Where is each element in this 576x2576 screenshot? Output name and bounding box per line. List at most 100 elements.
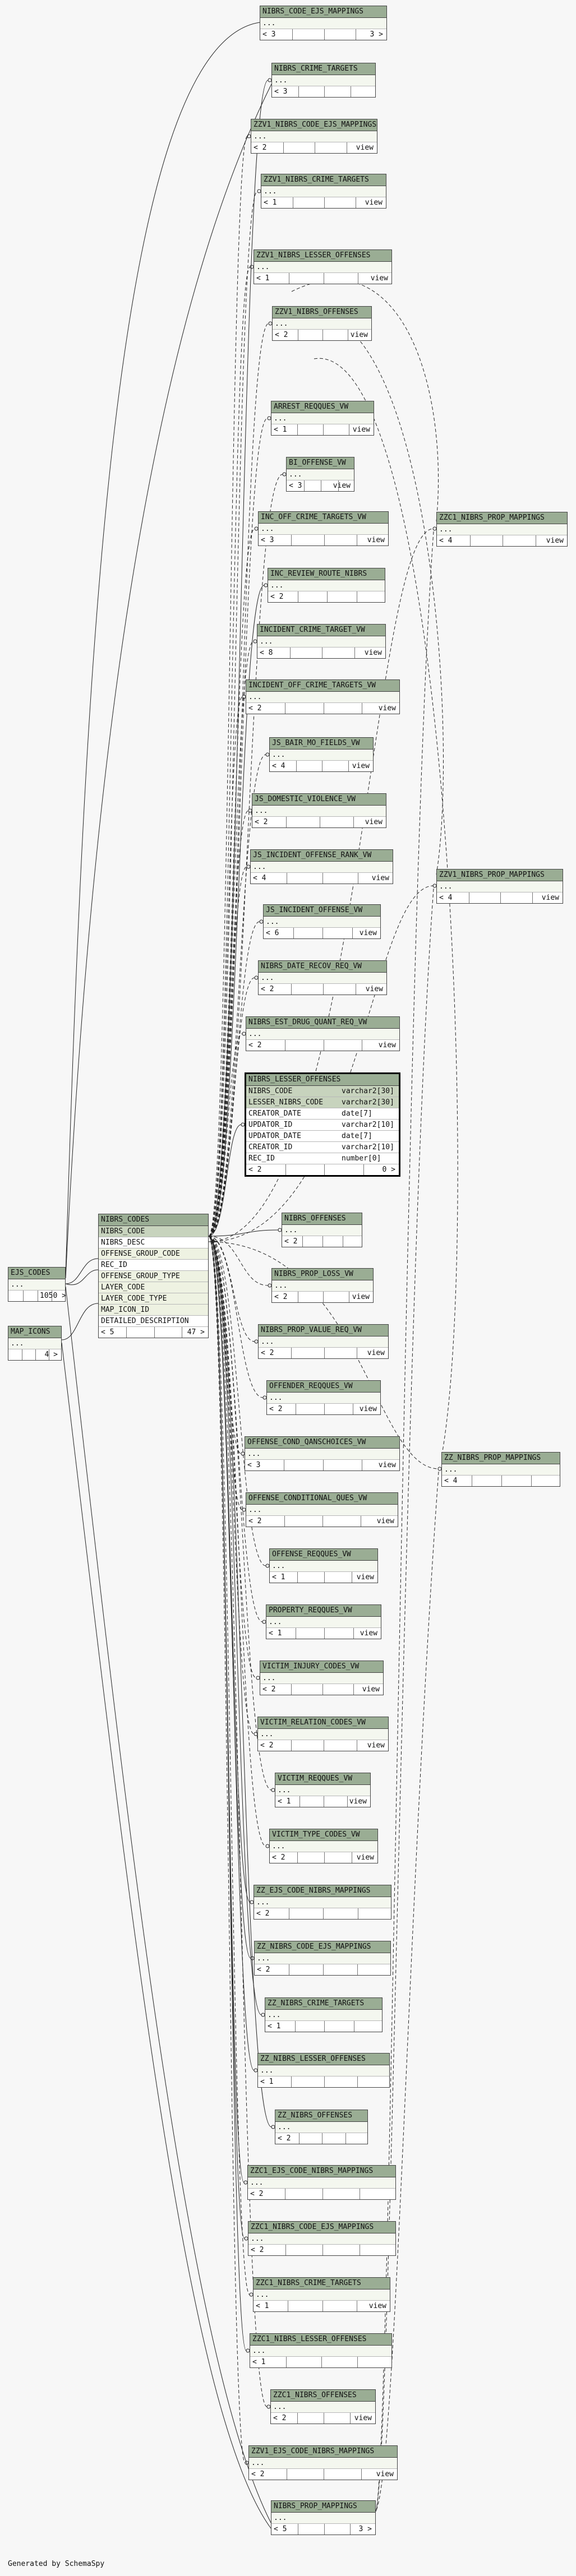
parent-count[interactable]: < 2 — [256, 1909, 270, 1918]
parent-count[interactable]: < 1 — [264, 198, 277, 207]
parent-count[interactable]: < 8 — [260, 649, 273, 657]
view-label[interactable]: view — [349, 1797, 367, 1806]
table-title[interactable]: ZZ_EJS_CODE_NIBRS_MAPPINGS — [254, 1885, 391, 1897]
table-title[interactable]: ZZC1_NIBRS_OFFENSES — [271, 2390, 375, 2402]
view-label[interactable]: view — [367, 536, 385, 544]
parent-count[interactable]: < 2 — [262, 1685, 276, 1694]
table-title[interactable]: ZZV1_NIBRS_OFFENSES — [273, 307, 371, 318]
table-title[interactable]: ZZV1_NIBRS_PROP_MAPPINGS — [437, 870, 563, 881]
parent-count[interactable]: < 1 — [272, 1573, 285, 1581]
parent-count[interactable]: < 2 — [248, 1517, 262, 1525]
parent-count[interactable]: < 3 — [289, 482, 302, 490]
table-zz-nibrs-code-ejs-mappings[interactable]: ZZ_NIBRS_CODE_EJS_MAPPINGS...< 2 — [254, 1941, 391, 1976]
table-title[interactable]: VICTIM_RELATION_CODES_VW — [258, 1717, 388, 1729]
table-title[interactable]: BI_OFFENSE_VW — [287, 457, 354, 469]
table-title[interactable]: EJS_CODES — [8, 1268, 65, 1279]
column-row[interactable]: LAYER_CODE_TYPE — [99, 1293, 208, 1305]
view-label[interactable]: view — [367, 1349, 385, 1357]
view-label[interactable]: view — [359, 929, 377, 937]
table-nibrs-offenses[interactable]: NIBRS_OFFENSES...< 2 — [282, 1213, 362, 1247]
table-zz-nibrs-lesser-offenses[interactable]: ZZ_NIBRS_LESSER_OFFENSES...< 1 — [257, 2053, 390, 2088]
table-nibrs-crime-targets[interactable]: NIBRS_CRIME_TARGETS...< 3 — [271, 63, 376, 98]
view-label[interactable]: view — [365, 985, 383, 993]
table-ejs-codes[interactable]: EJS_CODES...1050 > — [8, 1267, 66, 1302]
table-title[interactable]: PROPERTY_REQQUES_VW — [266, 1605, 381, 1617]
table-title[interactable]: NIBRS_EST_DRUG_QUANT_REQ_VW — [246, 1017, 399, 1029]
parent-count[interactable]: < 2 — [250, 2190, 264, 2198]
view-label[interactable]: view — [378, 1041, 396, 1049]
column-row[interactable]: NIBRS_DESC — [99, 1237, 208, 1248]
view-label[interactable]: view — [359, 1405, 377, 1413]
parent-count[interactable]: < 2 — [254, 144, 267, 152]
parent-count[interactable]: < 5 — [274, 2525, 287, 2533]
table-zzc1-ejs-code-nibrs-mappings[interactable]: ZZC1_EJS_CODE_NIBRS_MAPPINGS...< 2 — [247, 2165, 396, 2200]
parent-count[interactable]: < 4 — [272, 762, 285, 770]
table-title[interactable]: ZZ_NIBRS_OFFENSES — [275, 2110, 367, 2122]
parent-count[interactable]: < 1 — [256, 274, 270, 283]
column-row[interactable]: OFFENSE_GROUP_TYPE — [99, 1271, 208, 1282]
parent-count[interactable]: < 2 — [284, 1237, 298, 1246]
table-title[interactable]: ZZC1_NIBRS_CRIME_TARGETS — [254, 2278, 390, 2290]
parent-count[interactable]: < 6 — [266, 929, 279, 937]
table-zz-nibrs-offenses[interactable]: ZZ_NIBRS_OFFENSES...< 2 — [275, 2110, 368, 2144]
child-count[interactable]: 0 > — [382, 1166, 395, 1174]
table-map-icons[interactable]: MAP_ICONS...4 > — [8, 1326, 62, 1361]
table-title[interactable]: JS_INCIDENT_OFFENSE_VW — [264, 905, 380, 917]
parent-count[interactable]: < 2 — [275, 331, 288, 339]
table-title[interactable]: OFFENSE_CONDITIONAL_QUES_VW — [246, 1493, 398, 1505]
table-title[interactable]: NIBRS_PROP_MAPPINGS — [271, 2501, 375, 2513]
parent-count[interactable]: < 2 — [248, 704, 262, 713]
table-title[interactable]: ZZV1_NIBRS_CRIME_TARGETS — [261, 174, 386, 186]
column-row[interactable]: LAYER_CODE — [99, 1282, 208, 1293]
table-title[interactable]: OFFENSE_COND_QANSCHOICES_VW — [245, 1437, 399, 1449]
table-title[interactable]: ZZC1_EJS_CODE_NIBRS_MAPPINGS — [248, 2166, 395, 2177]
table-title[interactable]: INC_OFF_CRIME_TARGETS_VW — [259, 512, 388, 524]
table-zzc1-nibrs-code-ejs-mappings[interactable]: ZZC1_NIBRS_CODE_EJS_MAPPINGS...< 2 — [248, 2221, 396, 2256]
table-title[interactable]: ZZV1_EJS_CODE_NIBRS_MAPPINGS — [249, 2446, 397, 2458]
parent-count[interactable]: < 1 — [256, 2302, 269, 2310]
table-title[interactable]: VICTIM_TYPE_CODES_VW — [270, 1829, 377, 1841]
parent-count[interactable]: < 2 — [274, 1293, 288, 1301]
parent-count[interactable]: < 1 — [269, 1629, 282, 1638]
table-title[interactable]: NIBRS_PROP_VALUE_REQ_VW — [259, 1325, 388, 1336]
view-label[interactable]: view — [365, 818, 383, 826]
column-row[interactable]: DETAILED_DESCRIPTION — [99, 1316, 208, 1327]
table-title[interactable]: ZZC1_NIBRS_LESSER_OFFENSES — [250, 2334, 391, 2346]
child-count[interactable]: 3 > — [370, 30, 383, 39]
parent-count[interactable]: < 4 — [253, 874, 266, 882]
table-title[interactable]: ZZ_NIBRS_CRIME_TARGETS — [265, 1998, 382, 2010]
parent-count[interactable]: < 2 — [270, 593, 284, 601]
view-label[interactable]: view — [541, 894, 559, 902]
table-title[interactable]: ZZC1_NIBRS_PROP_MAPPINGS — [437, 512, 567, 524]
parent-count[interactable]: < 2 — [251, 2470, 265, 2478]
table-title[interactable]: NIBRS_CODES — [99, 1214, 208, 1226]
view-label[interactable]: view — [376, 1517, 394, 1525]
parent-count[interactable]: < 3 — [261, 536, 274, 544]
column-row[interactable]: REC_ID — [99, 1260, 208, 1271]
parent-count[interactable]: < 4 — [439, 894, 453, 902]
table-inc-review-route-nibrs[interactable]: INC_REVIEW_ROUTE_NIBRS...< 2 — [268, 568, 385, 603]
table-zz-nibrs-crime-targets[interactable]: ZZ_NIBRS_CRIME_TARGETS...< 1 — [265, 1997, 383, 2032]
child-count[interactable]: 4 > — [44, 1351, 58, 1359]
view-label[interactable]: view — [356, 1573, 374, 1581]
